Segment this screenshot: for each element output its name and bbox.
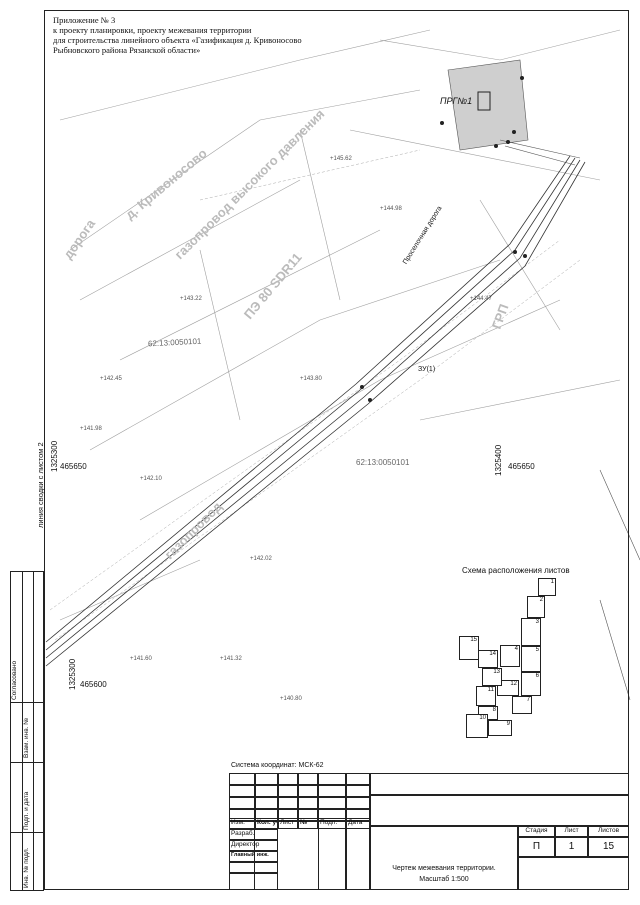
sheet-3-num: 3 (535, 619, 539, 625)
stamp-izm: Изм. (229, 818, 255, 829)
svg-text:+145.62: +145.62 (330, 156, 353, 162)
stamp-num: № (298, 818, 318, 829)
coord-x-label-1: 465650 (60, 462, 87, 471)
sheet-11: 11 (476, 686, 496, 706)
svg-text:+141.60: +141.60 (130, 656, 153, 662)
heading-line-3: для строительства линейного объекта «Газ… (53, 35, 302, 45)
stamp-kol-uch: Кол. уч. (255, 818, 278, 829)
stamp-title-2: Масштаб 1:500 (419, 876, 469, 883)
stamp-listov-value: 15 (588, 837, 629, 857)
stamp-listov-header: Листов (588, 826, 629, 837)
svg-text:+141.98: +141.98 (80, 426, 103, 432)
sheet-15-num: 15 (470, 637, 477, 643)
coordinate-system: Система координат: МСК-62 (231, 762, 324, 769)
sheet-scheme-title: Схема расположения листов (462, 566, 570, 575)
sheet-10-num: 10 (479, 715, 486, 721)
coord-y-label-2: 1325400 (494, 444, 503, 476)
sheet-4-num: 4 (514, 646, 518, 652)
coord-y-label-3: 1325300 (68, 658, 77, 690)
stamp-glav-inzh: Главный инж. (229, 851, 278, 862)
side-approval-stamp (10, 571, 44, 891)
sheet-13-num: 13 (493, 669, 500, 675)
sheet-6-num: 6 (535, 673, 539, 679)
side-label-inv-podl: Инв. № подл. (23, 847, 30, 889)
svg-text:+142.45: +142.45 (100, 376, 123, 382)
cadastral-label-2: 62:13:0050101 (356, 458, 410, 467)
sheet-11-num: 11 (487, 687, 494, 693)
sheet-3: 3 (521, 618, 541, 646)
side-label-vzam-inv: Взам. инв. № (23, 717, 30, 758)
stamp-stadia-value: П (518, 837, 555, 857)
sheet-9: 9 (488, 720, 512, 736)
sheet-10: 10 (466, 714, 488, 738)
drawing-heading: Приложение № 3 к проекту планировки, про… (53, 15, 302, 55)
svg-text:+143.22: +143.22 (180, 296, 203, 302)
side-label-soglasovano: Согласовано (11, 660, 18, 700)
sheet-5-num: 5 (535, 647, 539, 653)
sheet-15: 15 (459, 636, 479, 660)
zu-label: ЗУ(1) (418, 366, 436, 373)
heading-line-1: Приложение № 3 (53, 15, 116, 25)
sheet-14: 14 (478, 650, 498, 668)
sheet-4: 4 (500, 645, 520, 667)
sheet-12-num: 12 (510, 681, 517, 687)
heading-line-4: Рыбновского района Рязанской области» (53, 45, 201, 55)
sheet-12: 12 (497, 680, 519, 696)
sheet-5: 5 (521, 646, 541, 672)
stamp-list-header: Лист (555, 826, 588, 837)
coord-y-label-1: 1325300 (50, 440, 59, 472)
sheet-7-num: 7 (526, 697, 530, 703)
match-line-label: линия сводки с листом 2 (36, 442, 45, 528)
drawing-frame (44, 10, 629, 890)
stamp-list: Лист (278, 818, 298, 829)
sheet-2: 2 (527, 596, 545, 618)
coord-x-label-3: 465600 (80, 680, 107, 689)
sheet-14-num: 14 (489, 651, 496, 657)
stamp-direktor: Директор (229, 840, 278, 851)
svg-text:+140.80: +140.80 (280, 696, 303, 702)
svg-text:+144.98: +144.98 (380, 206, 403, 212)
sheet-9-num: 9 (506, 721, 510, 727)
title-stamp: Изм. Кол. уч. Лист № Подп. Дата Разраб. … (229, 773, 629, 890)
stamp-list-value: 1 (555, 837, 588, 857)
stamp-stadia-header: Стадия (518, 826, 555, 837)
svg-text:+142.02: +142.02 (250, 556, 273, 562)
svg-text:+143.80: +143.80 (300, 376, 323, 382)
stamp-data: Дата (346, 818, 370, 829)
stamp-podp: Подп. (318, 818, 346, 829)
sheet-13: 13 (482, 668, 502, 686)
prg-label: ПРГ№1 (440, 96, 473, 106)
sheet-6: 6 (521, 672, 541, 696)
stamp-title-1: Чертеж межевания территории. (392, 865, 496, 872)
svg-text:+144.47: +144.47 (470, 296, 493, 302)
heading-line-2: к проекту планировки, проекту межевания … (53, 25, 252, 35)
sheet-7: 7 (512, 696, 532, 714)
side-label-podp-data: Подп. и дата (23, 791, 30, 830)
sheet-2-num: 2 (539, 597, 543, 603)
svg-text:+142.10: +142.10 (140, 476, 163, 482)
sheet-1-num: 1 (550, 579, 554, 585)
stamp-razrab: Разраб. (229, 829, 278, 840)
sheet-8-num: 8 (492, 707, 496, 713)
svg-text:+141.32: +141.32 (220, 656, 243, 662)
coord-x-label-2: 465650 (508, 462, 535, 471)
sheet-1: 1 (538, 578, 556, 596)
